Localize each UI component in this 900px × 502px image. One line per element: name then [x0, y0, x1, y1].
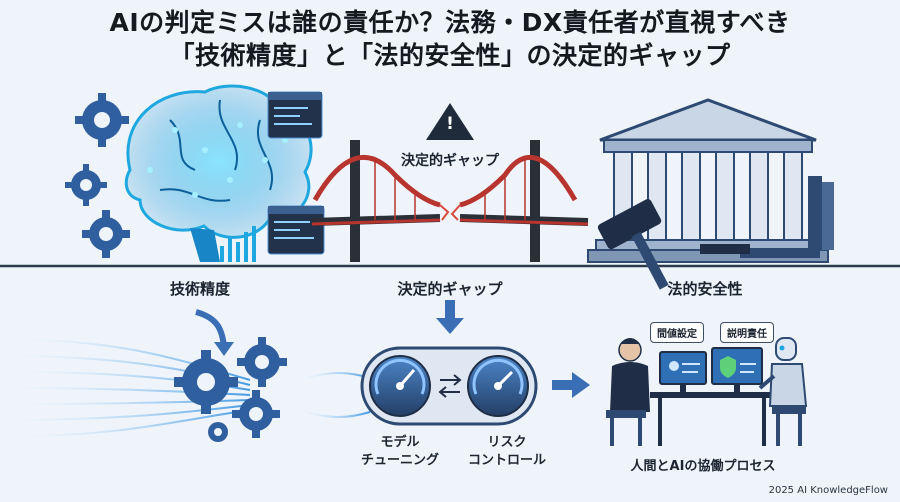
risk-control-line-2: コントロール [467, 453, 546, 468]
warning-icon [426, 103, 474, 140]
human-ai-collab-label: 人間とAIの協働プロセス [630, 459, 776, 474]
values-setting-bubble: 間値設定 [650, 322, 704, 343]
desk-icon [650, 392, 774, 446]
bar-chart-icon [220, 226, 256, 262]
gear-icon [237, 337, 287, 387]
legal-safety-label: 法的安全性 [667, 280, 743, 298]
risk-control-label: リスク コントロール [452, 434, 562, 470]
model-tuning-line-2: チューニング [360, 453, 439, 468]
credit-text: 2025 AI KnowledgeFlow [768, 485, 888, 496]
tech-accuracy-label: 技術精度 [169, 280, 230, 298]
robot-icon [758, 337, 808, 446]
page-title: AIの判定ミスは誰の責任か？法務・DX責任者が直視すべき 「技術精度」と「法的安… [0, 6, 900, 72]
gauge-icon [467, 355, 529, 417]
books-icon [740, 176, 834, 258]
ai-brain-icon [124, 84, 313, 262]
human-icon [606, 338, 650, 446]
gap-label: 決定的ギャップ [397, 280, 503, 298]
title-line-1: AIの判定ミスは誰の責任か？法務・DX責任者が直視すべき [109, 8, 791, 37]
model-tuning-label: モデル チューニング [350, 434, 450, 470]
curved-arrow-icon [195, 309, 234, 356]
accountability-bubble: 説明責任 [720, 322, 774, 343]
gear-icon [208, 422, 228, 442]
model-tuning-line-1: モデル [380, 435, 420, 450]
down-arrow-icon [436, 300, 464, 334]
warning-mark: ! [446, 114, 454, 134]
gear-icon [75, 93, 129, 147]
risk-control-line-1: リスク [487, 435, 527, 450]
monitor-icon [659, 351, 707, 392]
gear-icon [174, 350, 238, 414]
gauge-icon [369, 355, 431, 417]
title-line-2: 「技術精度」と「法的安全性」の決定的ギャップ [169, 41, 731, 70]
broken-bridge-icon [311, 140, 589, 262]
gear-icon [232, 390, 280, 438]
gear-icon [65, 164, 107, 206]
gap-label-top: 決定的ギャップ [401, 153, 499, 169]
monitor-icon [711, 347, 763, 392]
gear-icon [82, 210, 130, 258]
right-arrow-icon [552, 372, 590, 398]
swap-arrows-icon [438, 374, 462, 398]
gavel-icon [597, 199, 750, 290]
code-window-icon [267, 205, 325, 255]
code-window-icon [267, 91, 323, 139]
